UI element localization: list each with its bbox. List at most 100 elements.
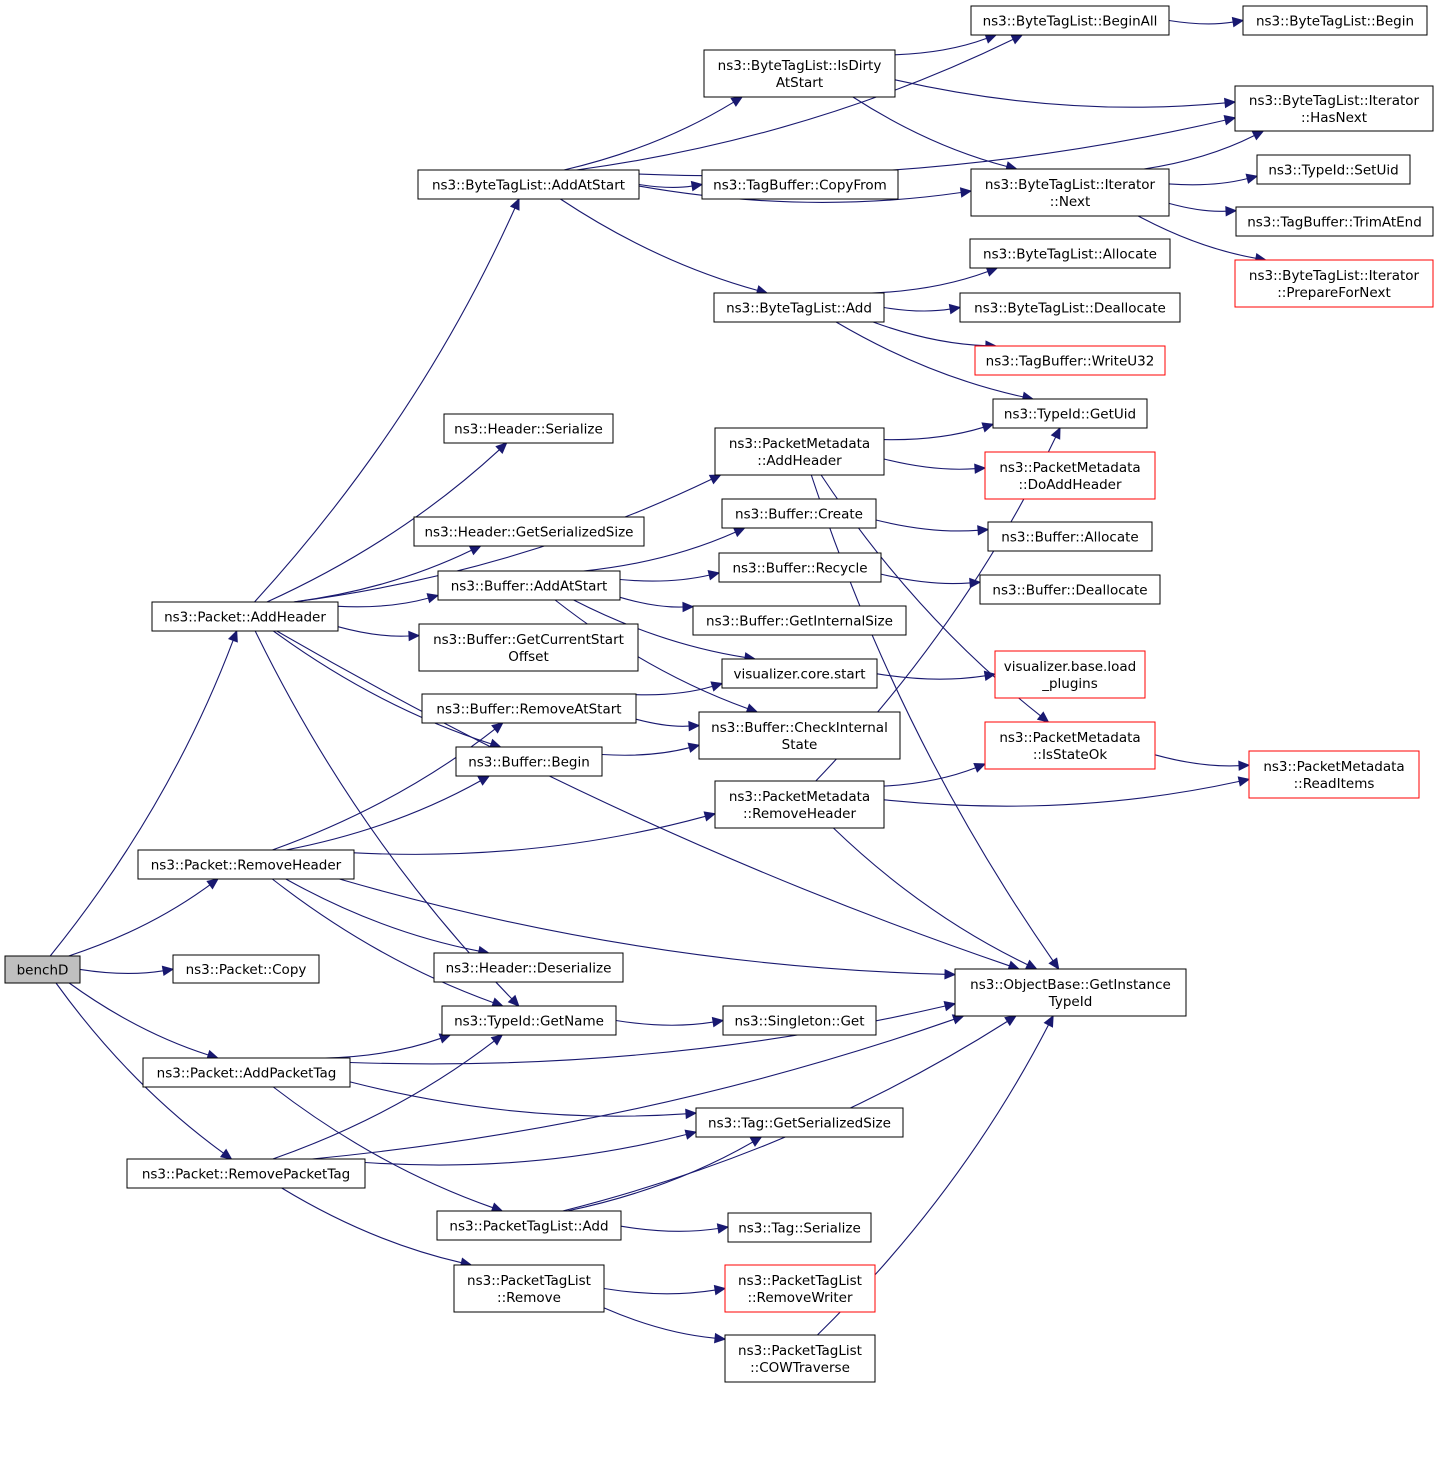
edge-line [1137,215,1257,259]
node-label: ns3::ByteTagList::Iterator [985,177,1156,193]
node-btl_it_preparefornext[interactable]: ns3::ByteTagList::Iterator::PrepareForNe… [1234,259,1434,308]
edge-arrowhead [716,1223,730,1234]
edge-btl_it_next-to-tid_setuid [1168,173,1259,186]
edge-arrowhead [468,545,482,556]
node-buf_recycle[interactable]: ns3::Buffer::Recycle [718,552,882,583]
node-box [695,1107,904,1138]
node-btl_it_next[interactable]: ns3::ByteTagList::Iterator::Next [970,168,1170,217]
node-tid_getuid[interactable]: ns3::TypeId::GetUid [992,398,1148,429]
node-ptl_add[interactable]: ns3::PacketTagList::Add [436,1210,622,1241]
edge-line [883,426,984,441]
node-ptl_cow[interactable]: ns3::PacketTagList::COWTraverse [724,1334,876,1383]
node-btl_addatstart[interactable]: ns3::ByteTagList::AddAtStart [417,169,640,200]
node-tag_serialize[interactable]: ns3::Tag::Serialize [727,1212,872,1243]
node-box [992,398,1148,429]
edge-line [68,982,209,1056]
node-box [970,5,1170,36]
node-benchD[interactable]: benchD [4,955,81,984]
node-box [692,605,907,636]
node-label: State [782,737,818,753]
node-ptl_remove[interactable]: ns3::PacketTagList::Remove [453,1264,605,1313]
node-buf_begin[interactable]: ns3::Buffer::Begin [455,746,603,777]
edge-ptl_remove-to-ptl_removewriter [603,1284,727,1296]
edge-arrowhead [703,811,717,822]
edge-arrowhead [227,629,238,643]
node-tid_setuid[interactable]: ns3::TypeId::SetUid [1256,154,1411,185]
node-pk_removepackettag[interactable]: ns3::Packet::RemovePacketTag [126,1158,366,1189]
node-btl_beginall[interactable]: ns3::ByteTagList::BeginAll [970,5,1170,36]
edge-line [880,573,971,585]
node-tb_writeu32[interactable]: ns3::TagBuffer::WriteU32 [974,345,1166,376]
node-box [413,516,645,547]
node-pm_isstateok[interactable]: ns3::PacketMetadata::IsStateOk [984,721,1156,770]
node-label: ns3::Tag::GetSerializedSize [708,1116,891,1132]
node-label: ns3::PacketMetadata [1263,759,1404,775]
node-label: ns3::TagBuffer::CopyFrom [713,178,887,194]
node-pk_addpackettag[interactable]: ns3::Packet::AddPacketTag [142,1057,351,1088]
edge-line [254,630,513,1000]
node-pk_copy[interactable]: ns3::Packet::Copy [172,954,320,984]
node-hdr_serialize[interactable]: ns3::Header::Serialize [443,413,614,444]
node-box [718,552,882,583]
node-buf_removeatstart[interactable]: ns3::Buffer::RemoveAtStart [421,693,637,724]
node-buf_addatstart[interactable]: ns3::Buffer::AddAtStart [437,570,621,601]
edge-arrowhead [973,762,987,773]
edge-arrowhead [161,965,175,977]
edge-btl_it_next-to-btl_it_hasnext [1143,130,1265,170]
node-box [142,1057,351,1088]
node-box [418,623,639,672]
node-pk_removeheader[interactable]: ns3::Packet::RemoveHeader [137,849,355,880]
node-tb_copyfrom[interactable]: ns3::TagBuffer::CopyFrom [701,169,899,200]
node-buf_create[interactable]: ns3::Buffer::Create [721,498,877,529]
edge-line [1168,19,1234,25]
node-vis_loadplugins[interactable]: visualizer.base.load_plugins [994,650,1146,699]
node-pm_addheader[interactable]: ns3::PacketMetadata::AddHeader [714,427,885,476]
node-btl_begin[interactable]: ns3::ByteTagList::Begin [1242,5,1428,36]
node-btl_allocate[interactable]: ns3::ByteTagList::Allocate [969,238,1171,269]
node-label: ns3::Packet::AddHeader [164,610,326,626]
node-pm_removeheader[interactable]: ns3::PacketMetadata::RemoveHeader [714,780,885,829]
node-pm_doaddheader[interactable]: ns3::PacketMetadata::DoAddHeader [984,451,1156,500]
edge-arrowhead [490,1034,504,1046]
edge-line [835,321,1024,398]
edge-line [1168,202,1227,212]
node-buf_deallocate[interactable]: ns3::Buffer::Deallocate [979,574,1161,605]
node-hdr_deserialize[interactable]: ns3::Header::Deserialize [433,952,624,983]
node-btl_add[interactable]: ns3::ByteTagList::Add [713,292,885,323]
node-label: visualizer.base.load [1004,659,1136,675]
node-box [421,693,637,724]
edge-line [293,549,472,603]
edge-arrowhead [711,1016,725,1028]
node-hdr_getsersize[interactable]: ns3::Header::GetSerializedSize [413,516,645,547]
node-pm_readitems[interactable]: ns3::PacketMetadata::ReadItems [1248,750,1420,799]
node-ptl_removewriter[interactable]: ns3::PacketTagList::RemoveWriter [724,1264,876,1313]
edge-arrowhead [974,463,987,474]
edge-arrowhead [983,670,997,682]
node-tag_getsersize[interactable]: ns3::Tag::GetSerializedSize [695,1107,904,1138]
edge-line [894,79,1226,108]
node-vis_start[interactable]: visualizer.core.start [721,658,878,689]
nodes-layer: benchD ns3::Packet::AddHeaderns3::Packet:… [4,5,1434,1383]
edge-line [635,718,690,727]
node-btl_deallocate[interactable]: ns3::ByteTagList::Deallocate [959,292,1181,323]
edge-ptl_add-to-tag_serialize [620,1223,730,1234]
edge-line [353,815,706,855]
node-buf_allocate[interactable]: ns3::Buffer::Allocate [987,521,1153,552]
edge-benchD-to-pk_copy [79,965,175,977]
node-tid_getname[interactable]: ns3::TypeId::GetName [441,1005,617,1036]
node-pk_addheader[interactable]: ns3::Packet::AddHeader [151,601,339,632]
edge-btl_addatstart-to-btl_it_next [638,185,973,203]
node-btl_it_hasnext[interactable]: ns3::ByteTagList::Iterator::HasNext [1234,85,1434,132]
node-tb_trimatend[interactable]: ns3::TagBuffer::TrimAtEnd [1235,206,1434,237]
node-singleton_get[interactable]: ns3::Singleton::Get [722,1005,877,1036]
edge-arrowhead [944,969,957,980]
node-buf_getinternal[interactable]: ns3::Buffer::GetInternalSize [692,605,907,636]
node-box [417,169,640,200]
edge-line [254,207,516,603]
edge-line [638,183,693,189]
edge-benchD-to-pk_addheader [49,629,238,957]
